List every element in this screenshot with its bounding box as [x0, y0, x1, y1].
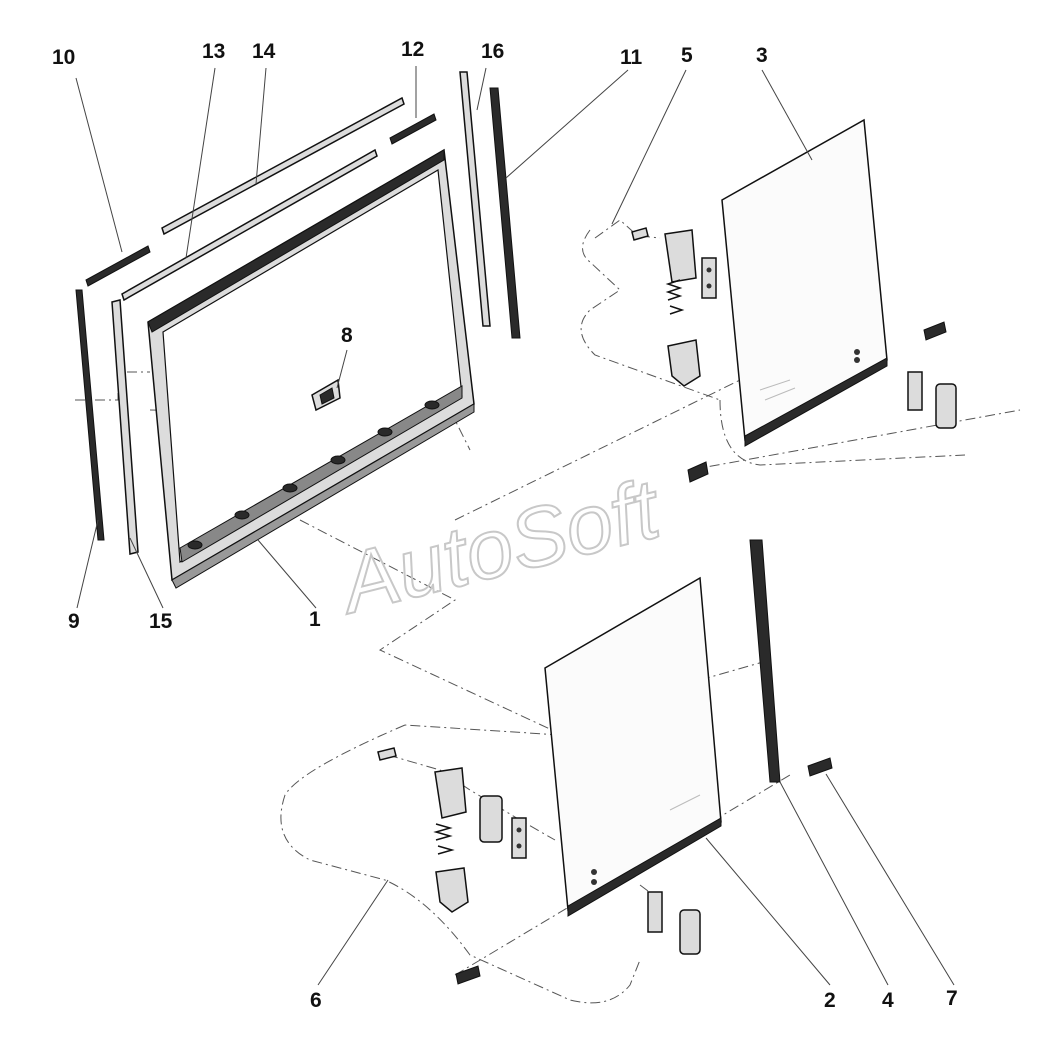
callout-numbers: 10 13 14 12 16 11 5 3 8 9 15 1 6 2 4 7 [52, 38, 958, 1012]
callout-2: 2 [824, 989, 836, 1012]
frame-clip [311, 378, 341, 412]
callout-10: 10 [52, 46, 75, 69]
top-seal-strips [85, 96, 437, 302]
lower-hinge-assembly [377, 747, 833, 985]
upper-hinge-assembly [631, 227, 957, 483]
callout-5: 5 [681, 44, 693, 67]
window-frame [147, 148, 475, 589]
callout-1: 1 [309, 608, 321, 631]
lower-glass-panel [544, 576, 722, 917]
callout-15: 15 [149, 610, 173, 633]
callout-6: 6 [310, 989, 322, 1012]
left-seal-strips [75, 289, 139, 555]
lower-seal-strip [749, 539, 781, 783]
callout-9: 9 [68, 610, 80, 633]
callout-13: 13 [202, 40, 225, 63]
callout-3: 3 [756, 44, 768, 67]
right-seal-strips [459, 71, 521, 339]
leader-lines [75, 66, 955, 986]
callout-14: 14 [252, 40, 276, 63]
upper-glass-panel [721, 118, 888, 447]
callout-4: 4 [882, 989, 894, 1012]
callout-8: 8 [341, 324, 353, 347]
callout-16: 16 [481, 40, 504, 63]
callout-11: 11 [620, 46, 643, 69]
callout-12: 12 [401, 38, 424, 61]
watermark: AutoSoft [327, 461, 671, 632]
callout-7: 7 [946, 987, 958, 1010]
